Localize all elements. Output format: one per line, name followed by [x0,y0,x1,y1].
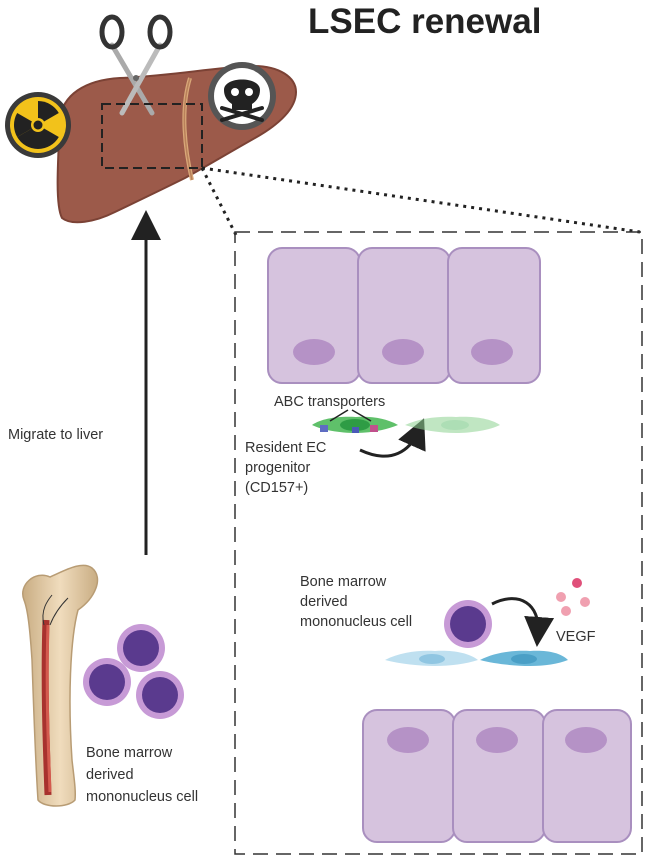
vegf-molecules [556,578,590,616]
vegf-label: VEGF [556,629,596,645]
page-title: LSEC renewal [308,2,542,41]
differentiation-arrow [491,597,555,647]
zoom-connector-left [200,167,239,238]
resident-ec-progenitor-cell [312,416,398,433]
new-ec-cell [405,416,500,433]
scissors-icon [99,14,173,116]
skull-crossbones-icon [208,62,276,130]
bone-marrow-label-right: Bone marrow derived mononucleus cell [300,574,413,630]
transporter-pointer-arrows [329,409,372,422]
abc-transporters-label: ABC transporters [274,394,386,410]
hepatocyte-row-bottom [362,709,632,843]
endothelial-cells-blue [385,650,568,666]
bone-icon [22,564,99,807]
mononucleus-cells-left [83,624,184,719]
mononucleus-cell-right [444,600,492,648]
zoom-connector-right [201,166,641,234]
renewal-arrow [359,418,426,458]
migrate-label: Migrate to liver [8,427,104,443]
zoom-source-box [101,103,203,169]
hepatocyte-row-top [267,247,541,384]
detail-box [234,231,643,855]
radiation-icon [5,92,71,158]
resident-ec-label: Resident EC progenitor (CD157+) [245,440,327,496]
bone-marrow-label-left: Bone marrow derived mononucleus cell [86,745,199,805]
